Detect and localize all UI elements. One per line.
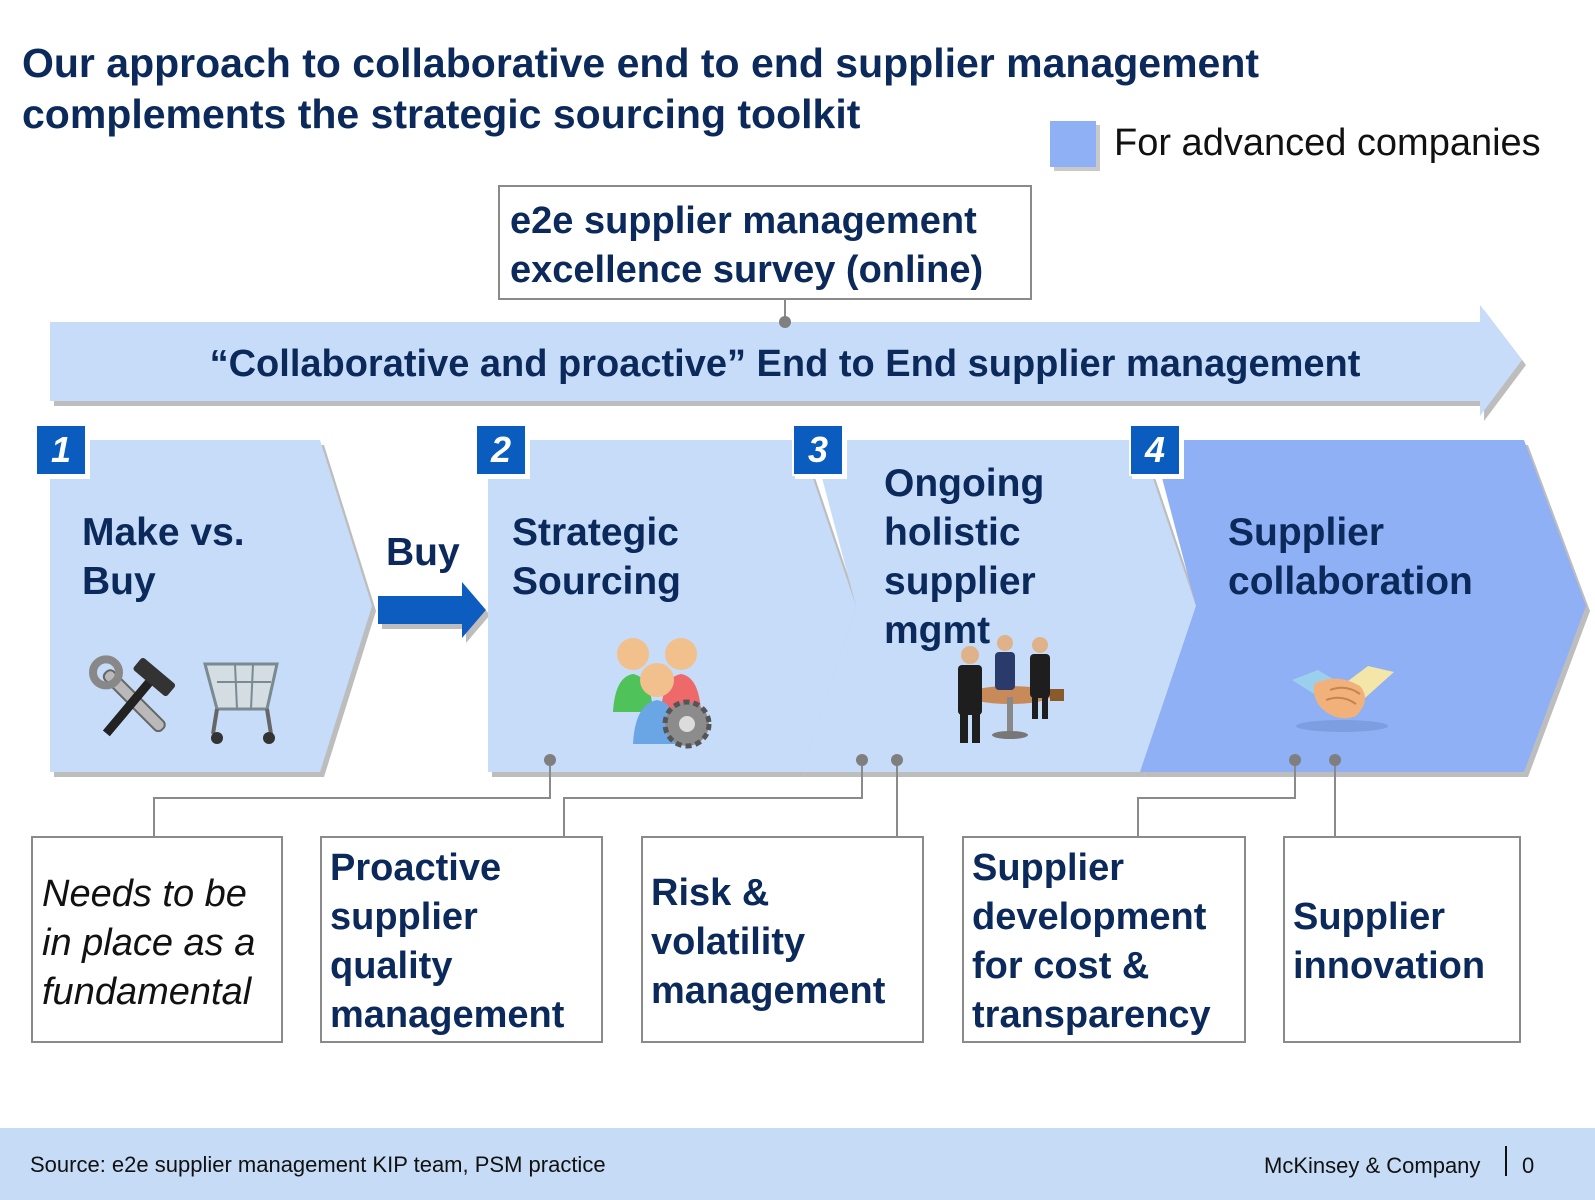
step-1-label: Make vs. Buy bbox=[82, 511, 245, 603]
business-meeting-icon bbox=[958, 635, 1064, 743]
box-supplier-development: Supplier development for cost & transpar… bbox=[962, 836, 1246, 1043]
step-4-badge: 4 bbox=[1129, 424, 1181, 476]
step-2-chevron bbox=[488, 440, 856, 772]
process-diagram bbox=[50, 300, 1586, 836]
step-2-badge: 2 bbox=[475, 424, 527, 476]
footer-separator bbox=[1505, 1146, 1507, 1176]
survey-box: e2e supplier management excellence surve… bbox=[498, 185, 1032, 300]
people-gear-icon bbox=[613, 638, 712, 749]
page-number: 0 bbox=[1522, 1153, 1535, 1178]
step-2-label: Strategic Sourcing bbox=[512, 511, 682, 603]
step-4-chevron bbox=[1140, 440, 1586, 772]
step-1-badge: 1 bbox=[35, 424, 87, 476]
buy-arrow bbox=[378, 582, 486, 638]
step-3-chevron bbox=[800, 440, 1196, 772]
footer-source: Source: e2e supplier management KIP team… bbox=[30, 1152, 606, 1177]
banner-label: “Collaborative and proactive” End to End… bbox=[209, 343, 1361, 385]
step-4-label: Supplier collaboration bbox=[1228, 511, 1473, 603]
banner-arrow bbox=[50, 305, 1522, 416]
connector-dots bbox=[544, 754, 1341, 766]
step-1-chevron bbox=[50, 440, 372, 772]
box-fundamental: Needs to be in place as a fundamental bbox=[31, 836, 283, 1043]
box-supplier-innovation: Supplier innovation bbox=[1283, 836, 1521, 1043]
step-3-label: Ongoing holistic supplier mgmt bbox=[884, 462, 1045, 652]
tools-and-cart-icon bbox=[89, 655, 279, 744]
legend-label: For advanced companies bbox=[1114, 122, 1541, 164]
handshake-icon bbox=[1292, 666, 1394, 732]
buy-label: Buy bbox=[386, 531, 460, 574]
survey-line-1: e2e supplier management bbox=[510, 200, 977, 242]
connector-dot-survey bbox=[779, 316, 791, 328]
legend-swatch bbox=[1050, 121, 1096, 167]
page-title: Our approach to collaborative end to end… bbox=[22, 40, 1260, 137]
footer-company: McKinsey & Company bbox=[1264, 1153, 1481, 1178]
footer-bar bbox=[0, 1128, 1595, 1200]
connectors bbox=[153, 760, 1336, 836]
step-3-badge: 3 bbox=[792, 424, 844, 476]
survey-line-2: excellence survey (online) bbox=[510, 249, 984, 291]
box-risk-management: Risk & volatility management bbox=[641, 836, 924, 1043]
box-quality-management: Proactive supplier quality management bbox=[320, 836, 603, 1043]
